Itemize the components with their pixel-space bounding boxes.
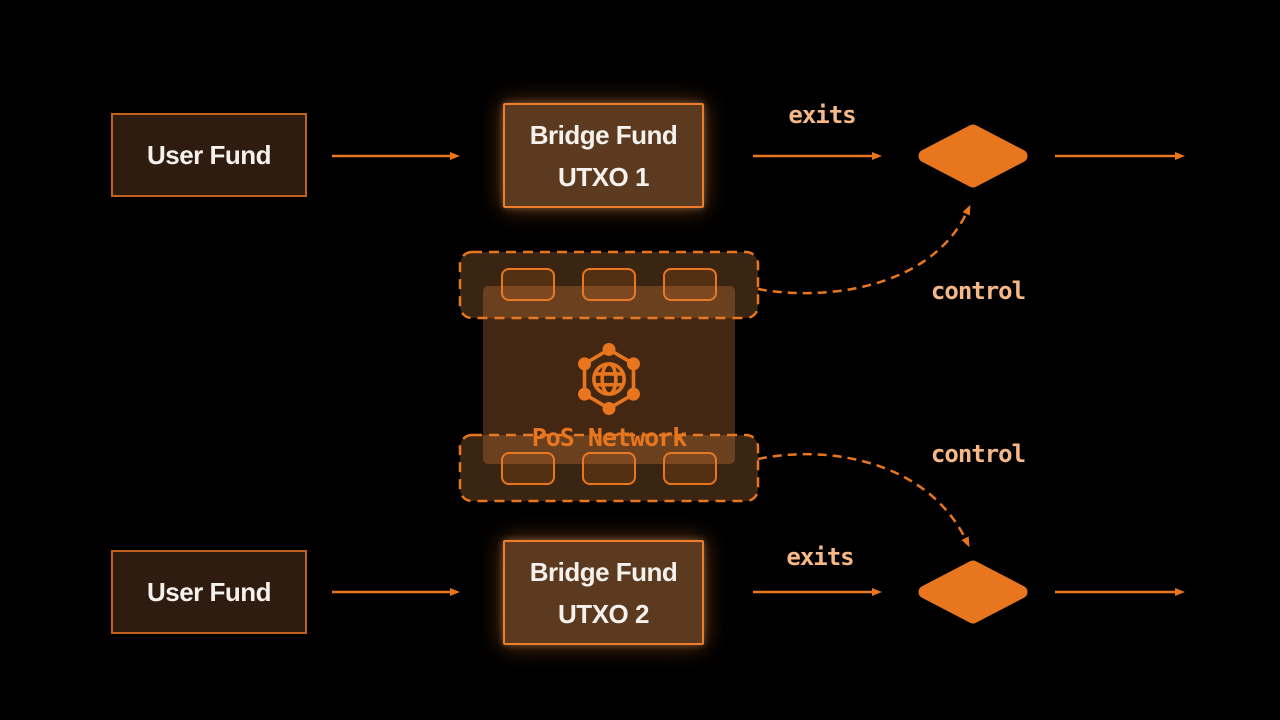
pos-network-node: PoS Network bbox=[483, 286, 735, 464]
validator-slot bbox=[663, 452, 717, 485]
decision-diamond-bottom bbox=[918, 560, 1028, 624]
pos-network-label: PoS Network bbox=[531, 423, 688, 452]
bottom-signer-band-slots bbox=[460, 452, 758, 485]
validator-slot bbox=[663, 268, 717, 301]
bridge-fund-label-line2: UTXO 1 bbox=[558, 161, 649, 192]
user-fund-label: User Fund bbox=[146, 577, 272, 607]
bridge-fund-utxo2-node: Bridge Fund UTXO 2 bbox=[503, 540, 704, 645]
bridge-fund-label-line2: UTXO 2 bbox=[558, 598, 649, 629]
bridge-fund-label-line1: Bridge Fund bbox=[529, 556, 678, 587]
bridge-fund-utxo1-node: Bridge Fund UTXO 1 bbox=[503, 103, 704, 208]
user-fund-node-top: User Fund bbox=[111, 113, 307, 197]
user-fund-node-bottom: User Fund bbox=[111, 550, 307, 634]
decision-diamond-top bbox=[918, 124, 1028, 188]
validator-slot bbox=[501, 452, 555, 485]
bridge-fund-label-line1: Bridge Fund bbox=[529, 119, 678, 150]
top-signer-band-slots bbox=[460, 268, 758, 301]
user-fund-label: User Fund bbox=[146, 140, 272, 170]
validator-slot bbox=[582, 268, 636, 301]
control-label-bottom: control bbox=[930, 440, 1026, 468]
validator-slot bbox=[501, 268, 555, 301]
exits-label-top: exits bbox=[788, 101, 856, 129]
exits-label-bottom: exits bbox=[786, 543, 854, 571]
validator-slot bbox=[582, 452, 636, 485]
network-globe-icon bbox=[578, 343, 640, 415]
control-label-top: control bbox=[930, 277, 1026, 305]
